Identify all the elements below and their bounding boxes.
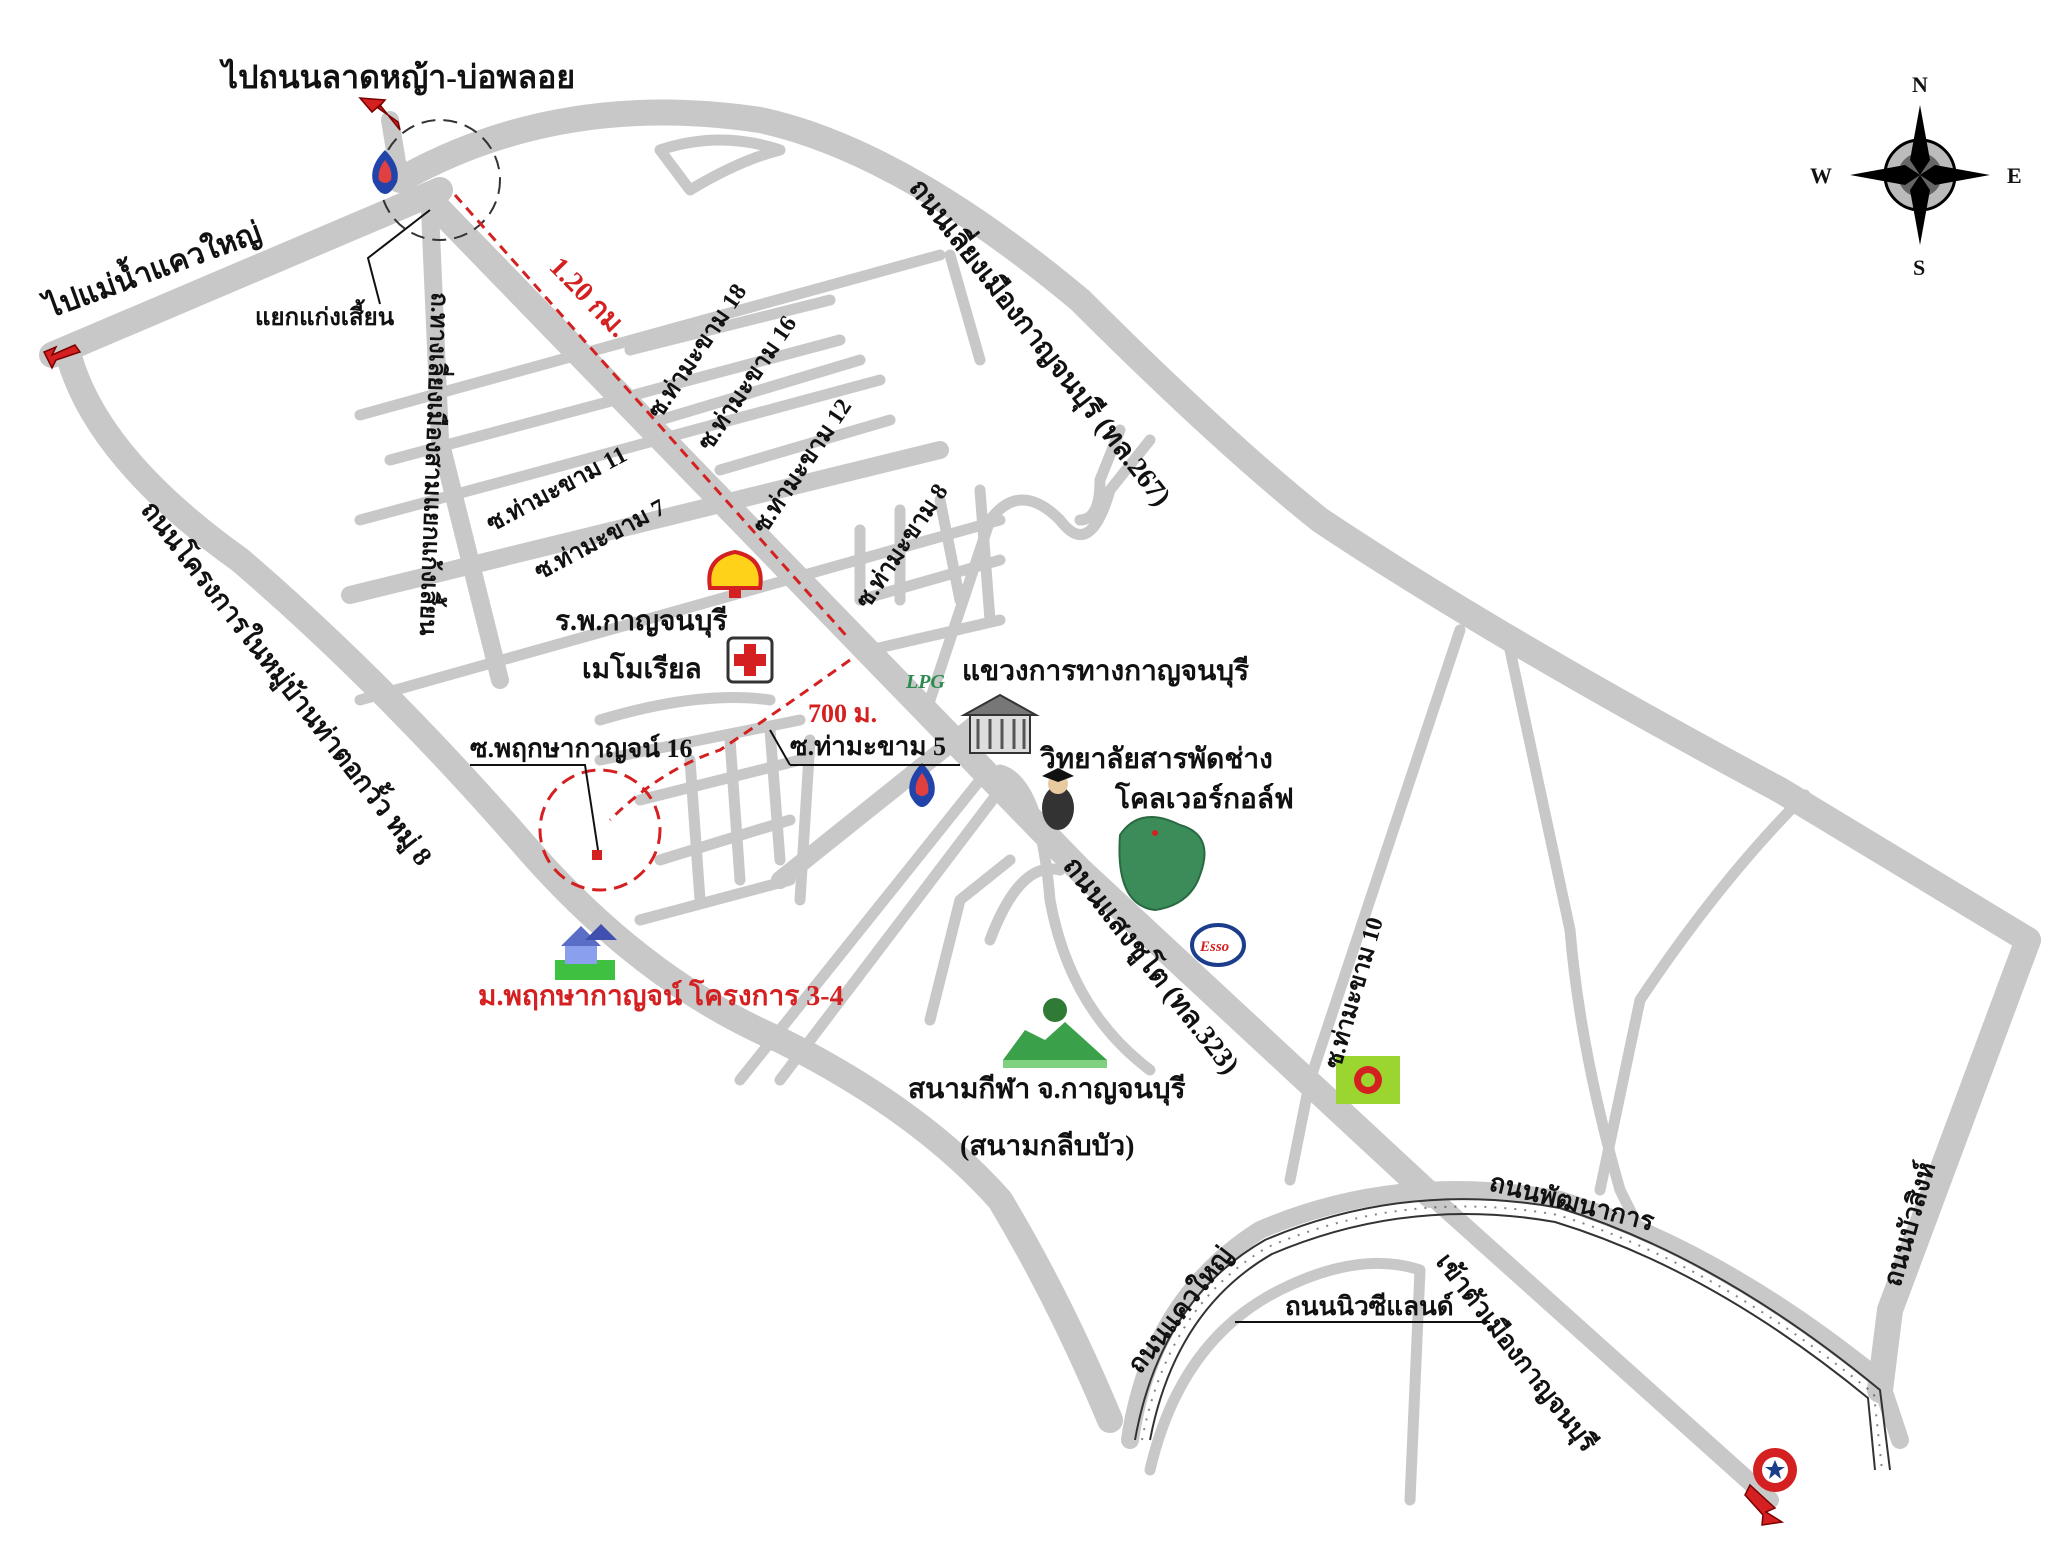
house-icon bbox=[555, 924, 617, 980]
ptt-icon bbox=[372, 150, 398, 194]
esso-icon: Esso bbox=[1190, 923, 1246, 967]
road-ban-tha-makham-project bbox=[57, 347, 1123, 1433]
label-khwae-yai-road: ถนนแควใหญ่ bbox=[1121, 1240, 1239, 1379]
road-to-khwae-yai bbox=[39, 177, 453, 368]
road-soi-10 bbox=[1284, 624, 1466, 1186]
road-soi-18 bbox=[624, 294, 836, 356]
road-soi-tha-makham-5 bbox=[771, 711, 989, 889]
label-project: ม.พฤกษากาญจน์ โครงการ 3-4 bbox=[478, 978, 844, 1012]
road-network bbox=[39, 99, 2041, 1509]
compass-e: E bbox=[2007, 163, 2022, 188]
stadium-icon bbox=[1003, 998, 1107, 1068]
road-soi-parallel-5 bbox=[354, 514, 1006, 706]
ptt-icon-2 bbox=[909, 763, 935, 807]
label-golf: โคลเวอร์กอล์ฟ bbox=[1114, 781, 1294, 815]
arrow-to-khwae-yai bbox=[42, 344, 82, 370]
label-project-road: ถนนโครงการในหมู่บ้านท่าตอกวั้ว หมู่ 8 bbox=[134, 492, 443, 873]
road-soi-16 bbox=[654, 354, 866, 426]
project-marker bbox=[592, 850, 602, 860]
railway-line bbox=[1134, 1198, 1891, 1471]
college-icon bbox=[960, 693, 1040, 754]
arrow-into-town bbox=[1744, 1483, 1785, 1526]
road-pruksa-grid bbox=[594, 692, 816, 926]
lpg-icon: LPG bbox=[905, 671, 945, 693]
compass-icon: N S E W bbox=[1810, 72, 2022, 280]
label-kaeng-sian: แยกแก่งเสี้ยน bbox=[255, 298, 395, 331]
road-north-loop bbox=[654, 134, 786, 196]
road-soi-parallel-1 bbox=[354, 249, 946, 421]
label-highway-district: แขวงการทางกาญจนบุรี bbox=[962, 655, 1249, 688]
label-stadium-1: สนามกีฬา จ.กาญจนบุรี bbox=[908, 1073, 1186, 1106]
road-into-town bbox=[1421, 1186, 1779, 1509]
road-east-vertical-2 bbox=[1594, 789, 1811, 1196]
label-distance-700: 700 ม. bbox=[808, 699, 877, 728]
road-central bbox=[994, 764, 1156, 1076]
road-soi-8-grid bbox=[854, 484, 1006, 656]
railway-ties bbox=[1141, 1205, 1883, 1471]
project-circle bbox=[538, 768, 662, 892]
svg-text:LPG: LPG bbox=[905, 671, 945, 693]
road-north-bypass-branch bbox=[944, 249, 1126, 526]
label-stadium-2: (สนามกลีบบัว) bbox=[960, 1130, 1134, 1162]
road-soi-parallel-3 bbox=[354, 374, 886, 526]
underline-pruksa-16 bbox=[470, 764, 599, 851]
road-east-vertical-1 bbox=[1504, 644, 1646, 1236]
road-west-parallel bbox=[734, 774, 986, 1086]
label-hospital-1: ร.พ.กาญจนบุรี bbox=[555, 605, 727, 638]
road-soi-parallel-4 bbox=[341, 441, 949, 604]
label-new-zealand: ถนนนิวซีแลนด์ bbox=[1285, 1291, 1454, 1321]
label-tech-college: วิทยาลัยสารพัดช่าง bbox=[1039, 744, 1273, 775]
road-west-parallel-2 bbox=[774, 784, 1006, 1086]
graduate-icon bbox=[1042, 768, 1074, 830]
label-pruksa-16: ซ.พฤกษากาญจน์ 16 bbox=[470, 733, 693, 764]
shell-icon bbox=[707, 549, 763, 598]
label-to-latya: ไปถนนลาดหญ้า-บ่อพลอย bbox=[219, 58, 575, 96]
caltex-icon bbox=[1753, 1448, 1797, 1492]
label-soi-5: ซ.ท่ามะขาม 5 bbox=[790, 732, 946, 761]
road-soi-12 bbox=[714, 414, 896, 476]
railway bbox=[1134, 1198, 1891, 1471]
route-120km bbox=[453, 194, 852, 641]
road-to-latya bbox=[381, 111, 409, 189]
label-hospital-2: เมโมเรียล bbox=[582, 651, 702, 685]
underline-soi-5 bbox=[769, 729, 960, 766]
road-east-edge bbox=[1867, 927, 2041, 1403]
road-soi-8 bbox=[924, 434, 1156, 706]
compass-n: N bbox=[1912, 72, 1928, 97]
route-700m bbox=[608, 658, 851, 822]
arrow-to-latya bbox=[358, 97, 401, 131]
road-keng-sian-bypass bbox=[421, 201, 509, 689]
golf-icon bbox=[1118, 816, 1206, 912]
compass-s: S bbox=[1913, 255, 1925, 280]
railway-line-inner bbox=[1149, 1213, 1876, 1471]
road-bypass-267 bbox=[387, 99, 2041, 953]
road-new-zealand bbox=[1144, 1257, 1426, 1506]
road-khwae-yai bbox=[1121, 1181, 1909, 1449]
seven-eleven-icon bbox=[1336, 1056, 1400, 1104]
hospital-icon bbox=[726, 636, 774, 684]
label-phatthanakan: ถนนพัฒนาการ bbox=[1487, 1168, 1658, 1237]
leader-kaeng-sian bbox=[366, 209, 431, 305]
road-stadium bbox=[924, 854, 1066, 1026]
svg-text:Esso: Esso bbox=[1199, 939, 1229, 955]
compass-w: W bbox=[1810, 163, 1832, 188]
road-soi-parallel-2 bbox=[384, 334, 846, 466]
